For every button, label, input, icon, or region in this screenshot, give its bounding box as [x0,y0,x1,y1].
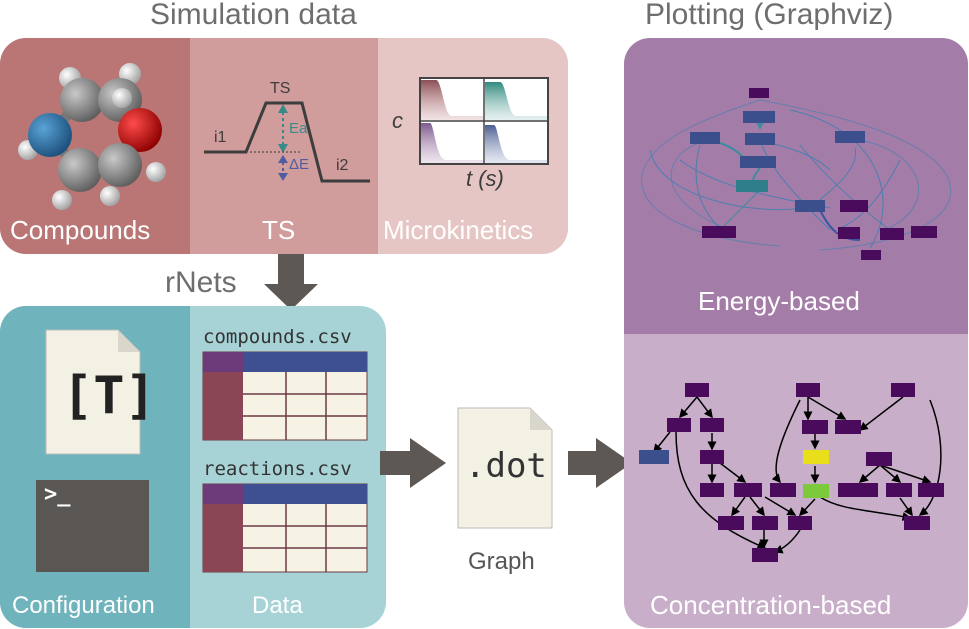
concentration-graph [653,396,942,554]
plotting-panel [624,38,968,628]
data-label: Data [252,592,303,619]
compounds-label: Compounds [10,215,151,245]
configuration-label: Configuration [12,592,155,619]
right-arrow-icon [380,438,446,488]
graph-label: Graph [468,548,535,575]
reactions-table [202,483,368,573]
microkinetics-plot [419,77,549,165]
kinetics-xlabel: t (s) [466,166,504,191]
ts-peak-label: TS [270,80,291,97]
simulation-data-heading: Simulation data [150,0,357,31]
compounds-table [202,351,368,441]
config-file-glyph: [T] [62,366,156,426]
microkinetics-label: Microkinetics [383,215,534,245]
molecule-icon [18,63,166,210]
energy-graph-nodes [690,88,937,260]
dot-file-label: .dot [465,446,547,486]
terminal-prompt: >_ [44,482,71,507]
dot-file-icon [457,407,553,529]
i2-label: i2 [336,157,349,174]
delta-e-label: ΔE [289,156,310,173]
reactions-file-label: reactions.csv [203,458,352,480]
concentration-based-label: Concentration-based [650,590,892,620]
plotting-heading: Plotting (Graphviz) [645,0,894,31]
down-arrow-icon [264,254,318,310]
config-file-icon [45,329,141,455]
ea-label: Ea [289,120,308,137]
ts-energy-diagram [204,101,370,183]
compounds-file-label: compounds.csv [203,326,352,348]
concentration-graph-nodes [639,383,944,562]
ts-label: TS [262,215,296,245]
right-arrow-icon [568,438,632,488]
i1-label: i1 [214,129,227,146]
kinetics-ylabel: c [392,108,403,133]
rnets-heading: rNets [165,266,237,299]
energy-based-label: Energy-based [698,286,860,316]
terminal-icon [36,480,149,572]
